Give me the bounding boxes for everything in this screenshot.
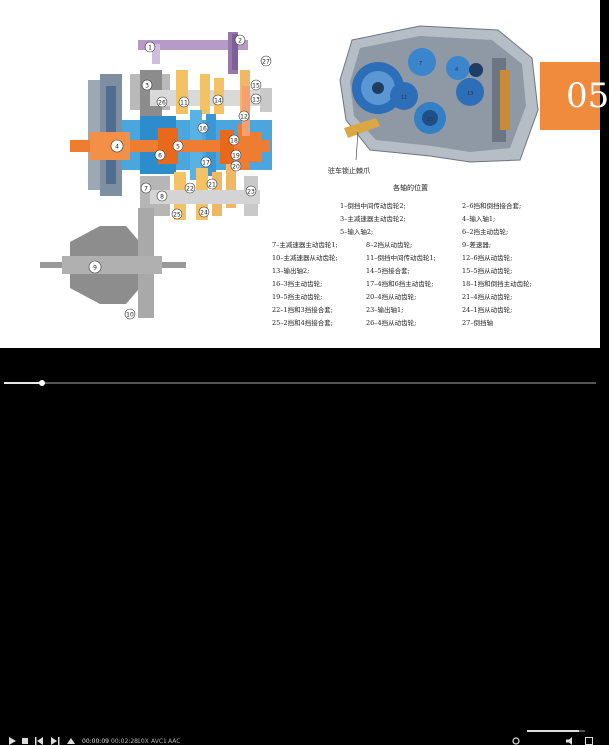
diagram-number-label: 6 (158, 152, 162, 159)
volume-fill (527, 730, 580, 732)
fullscreen-icon[interactable] (585, 737, 593, 745)
diagram-number-label: 24 (200, 209, 208, 216)
diagram-number-label: 20 (232, 163, 240, 170)
legend-item: 13–输出轴2; (272, 267, 310, 275)
legend-item: 14–5挡接合套; (366, 267, 410, 275)
gearbox-photo: 16 7 11 23 13 4 (339, 25, 539, 163)
legend-item: 27–倒挡轴 (462, 319, 494, 327)
speed-label[interactable]: 10X (137, 738, 149, 745)
next-icon[interactable] (51, 737, 60, 745)
video-codec-label: AVC1 (151, 738, 167, 745)
diagram-number-label: 15 (252, 82, 260, 89)
diagram-number-label: 21 (208, 181, 216, 188)
parking-lock-caption: 驻车锁止棘爪 (328, 167, 370, 175)
legend-item: 18–1挡和倒挡主动齿轮; (462, 280, 532, 288)
player-controls: 00:00:09 00:02:28 10X AVC1 AAC (0, 348, 600, 745)
svg-text:23: 23 (427, 117, 433, 123)
diagram-number-label: 27 (262, 58, 270, 65)
legend-item: 4–输入轴1; (462, 215, 496, 223)
diagram-number-label: 19 (232, 152, 240, 159)
legend-item: 2–6挡和倒挡接合套; (462, 202, 522, 210)
diagram-number-label: 10 (126, 311, 134, 318)
diagram-number-label: 16 (199, 125, 207, 132)
diagram-number-label: 17 (202, 159, 210, 166)
legend-item: 23–输出轴1; (366, 306, 404, 314)
legend-item: 9–差速器; (462, 241, 492, 249)
legend-item: 5–输入轴2; (340, 228, 374, 236)
diagram-number-label: 9 (93, 264, 97, 271)
legend-title: 各轴的位置 (393, 184, 428, 192)
legend-item: 15–5挡从动齿轮; (462, 267, 513, 275)
seek-bar-fill (4, 382, 43, 384)
audio-codec-label: AAC (168, 738, 181, 745)
chapter-number: 05 (566, 76, 609, 116)
diagram-number-label: 4 (115, 143, 119, 150)
chapter-badge: 05 (540, 62, 609, 130)
diagram-number-label: 1 (148, 44, 152, 51)
legend-item: 3–主减速器主动齿轮2; (340, 215, 406, 223)
diagram-number-label: 18 (230, 137, 238, 144)
legend-item: 16–3挡主动齿轮; (272, 280, 323, 288)
legend-item: 21–4挡从动齿轮; (462, 293, 513, 301)
stop-icon[interactable] (22, 738, 29, 745)
diagram-number-label: 14 (214, 97, 222, 104)
legend-item: 19–5挡主动齿轮; (272, 293, 323, 301)
legend-item: 25–2挡和4挡接合套; (272, 319, 333, 327)
volume-slider[interactable] (527, 730, 585, 732)
diagram-number-label: 22 (186, 185, 194, 192)
settings-icon[interactable] (512, 737, 520, 745)
svg-text:11: 11 (401, 95, 407, 101)
svg-text:16: 16 (374, 87, 380, 93)
seek-handle[interactable] (39, 380, 46, 386)
svg-text:7: 7 (419, 61, 422, 67)
legend-item: 22–1挡和3挡接合套; (272, 306, 333, 314)
diagram-number-label: 11 (180, 99, 188, 106)
legend-item: 11–倒挡中间传动齿轮1; (366, 254, 436, 262)
play-icon[interactable] (8, 737, 16, 745)
legend-item: 10–主减速器从动齿轮; (272, 254, 338, 262)
legend-item: 6–2挡主动齿轮; (462, 228, 509, 236)
open-file-icon[interactable] (67, 737, 76, 745)
diagram-number-label: 23 (247, 188, 255, 195)
total-duration: 00:02:28 (111, 738, 138, 745)
svg-text:13: 13 (467, 91, 473, 97)
volume-icon[interactable] (566, 737, 575, 745)
diagram-number-label: 2 (238, 37, 242, 44)
legend-item: 24–1挡从动齿轮; (462, 306, 513, 314)
legend-item: 12–6挡从动齿轮; (462, 254, 513, 262)
legend-item: 8–2挡从动齿轮; (366, 241, 413, 249)
current-time: 00:00:09 (82, 738, 109, 745)
seek-bar[interactable] (4, 380, 596, 386)
previous-icon[interactable] (35, 737, 44, 745)
legend-item: 1–倒挡中间传动齿轮2; (340, 202, 406, 210)
legend-item: 20–4挡从动齿轮; (366, 293, 417, 301)
svg-text:4: 4 (455, 67, 458, 73)
diagram-number-label: 13 (252, 96, 260, 103)
diagram-number-label: 26 (158, 99, 166, 106)
legend-item: 17–4挡和6挡主动齿轮; (366, 280, 434, 288)
diagram-number-label: 25 (173, 211, 181, 218)
diagram-number-label: 3 (145, 82, 149, 89)
diagram-number-label: 12 (240, 113, 248, 120)
diagram-number-label: 5 (176, 143, 180, 150)
legend-item: 7–主减速器主动齿轮1; (272, 241, 338, 249)
diagram-number-label: 7 (144, 185, 148, 192)
diagram-number-label: 8 (160, 193, 164, 200)
legend-item: 26–4挡从动齿轮; (366, 319, 417, 327)
